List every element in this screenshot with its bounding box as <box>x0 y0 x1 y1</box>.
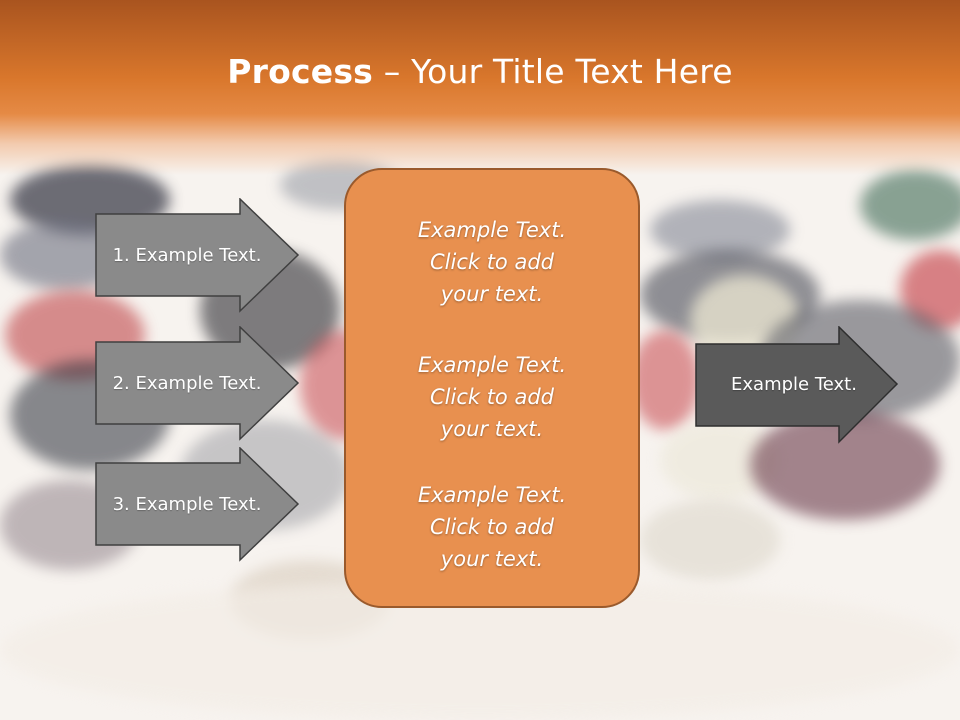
process-step-arrow-3[interactable]: 3. Example Text. <box>95 447 301 562</box>
slide-title[interactable]: Process – Your Title Text Here <box>0 52 960 91</box>
arrow-shape-icon <box>95 198 300 313</box>
title-bar <box>0 0 960 175</box>
arrow-label: 3. Example Text. <box>112 494 262 515</box>
arrow-shape-icon <box>95 326 300 441</box>
center-process-box[interactable]: Example Text. Click to add your text. Ex… <box>344 168 640 608</box>
panel-line: Click to add <box>429 385 554 409</box>
panel-line: Click to add <box>429 250 554 274</box>
process-step-arrow-1[interactable]: 1. Example Text. <box>95 198 301 313</box>
panel-line: your text. <box>440 417 544 441</box>
panel-line: Example Text. <box>417 218 567 242</box>
panel-line: Example Text. <box>417 353 567 377</box>
panel-text-block-2: Example Text. Click to add your text. <box>346 349 638 445</box>
arrow-label: 2. Example Text. <box>112 373 262 394</box>
title-rest: – Your Title Text Here <box>373 52 733 91</box>
arrow-label: 1. Example Text. <box>112 245 262 266</box>
arrow-label: Example Text. <box>731 373 857 395</box>
panel-text-block-1: Example Text. Click to add your text. <box>346 214 638 310</box>
arrow-shape-icon <box>95 447 300 562</box>
arrow-shape-icon <box>695 326 899 444</box>
panel-line: Example Text. <box>417 483 567 507</box>
panel-line: your text. <box>440 282 544 306</box>
panel-text-block-3: Example Text. Click to add your text. <box>346 479 638 575</box>
panel-line: your text. <box>440 547 544 571</box>
process-step-arrow-2[interactable]: 2. Example Text. <box>95 326 301 441</box>
title-bold: Process <box>227 52 374 91</box>
panel-line: Click to add <box>429 515 554 539</box>
output-arrow[interactable]: Example Text. <box>695 326 901 444</box>
